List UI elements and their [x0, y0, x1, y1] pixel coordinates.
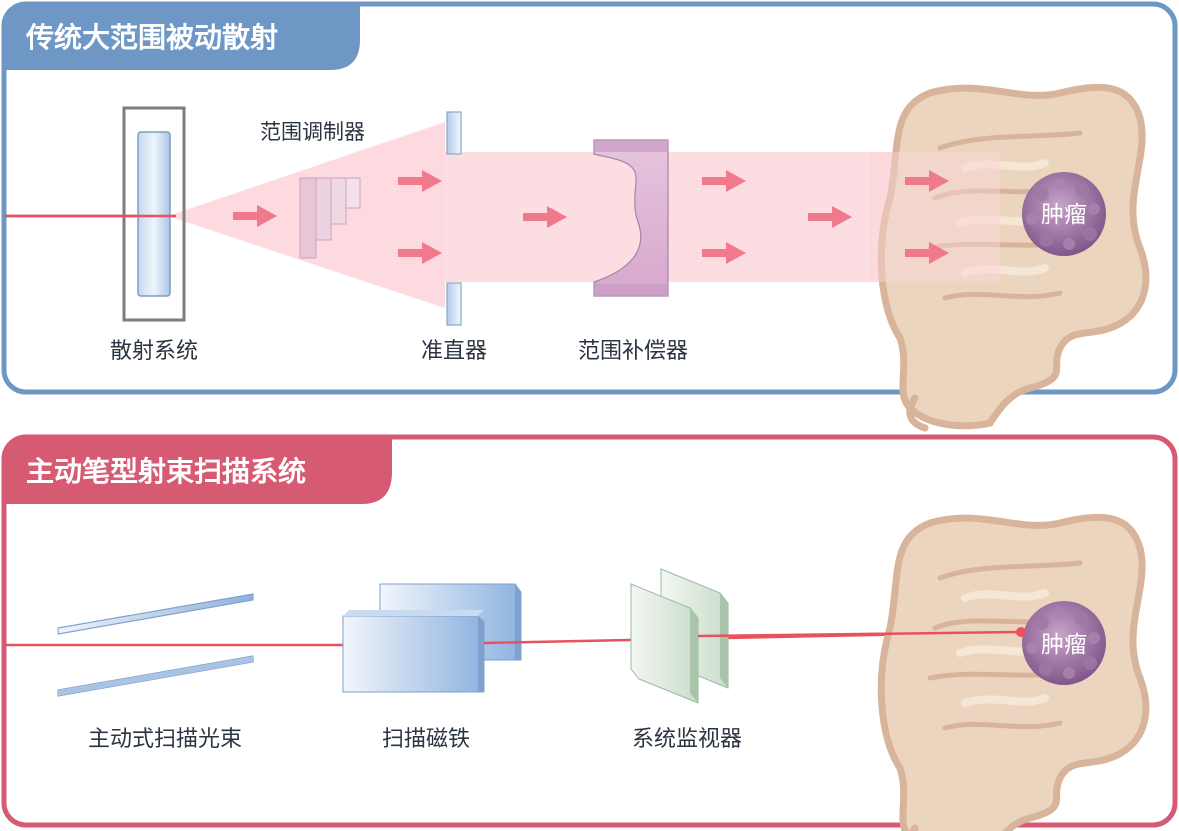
collimator-label: 准直器 [421, 339, 487, 364]
scatter-system-frame [122, 106, 186, 322]
passive-title-tab [4, 4, 360, 70]
range-compensator-label: 范围补偿器 [578, 339, 688, 364]
range-compensator [593, 139, 669, 297]
active-beam-line-in-body [869, 630, 1022, 636]
compensator-top-edge [594, 140, 668, 152]
scan-magnet-label: 扫描磁铁 [382, 727, 470, 752]
range-modulator-label: 范围调制器 [260, 120, 365, 144]
range-modulator [299, 177, 361, 259]
scatter-system [122, 106, 186, 322]
active-title: 主动笔型射束扫描系统 [26, 455, 306, 488]
passive-title: 传统大范围被动散射 [25, 21, 278, 54]
beam-overlay-on-intestine [870, 152, 1000, 282]
active-panel: 主动笔型射束扫描系统 主动式扫描 [1, 434, 1178, 831]
scanning-magnet [342, 583, 522, 693]
system-monitor-label: 系统监视器 [632, 727, 742, 752]
system-monitor [630, 568, 729, 704]
passive-tumor-label: 肿瘤 [1041, 202, 1087, 228]
active-beam-label: 主动式扫描光束 [88, 727, 242, 752]
collimator-lower-jaw [446, 282, 462, 326]
collimator-upper-jaw [446, 111, 462, 155]
scatter-foil [137, 131, 171, 297]
active-tumor-label: 肿瘤 [1041, 632, 1087, 658]
compensator-bottom-edge [594, 284, 668, 296]
passive-panel: 传统大范围被动散射 [1, 1, 1178, 428]
active-title-tab [4, 437, 392, 504]
beam-spot [1016, 627, 1026, 637]
scatter-system-label: 散射系统 [110, 339, 198, 364]
collimated-beam-field [445, 152, 1000, 282]
